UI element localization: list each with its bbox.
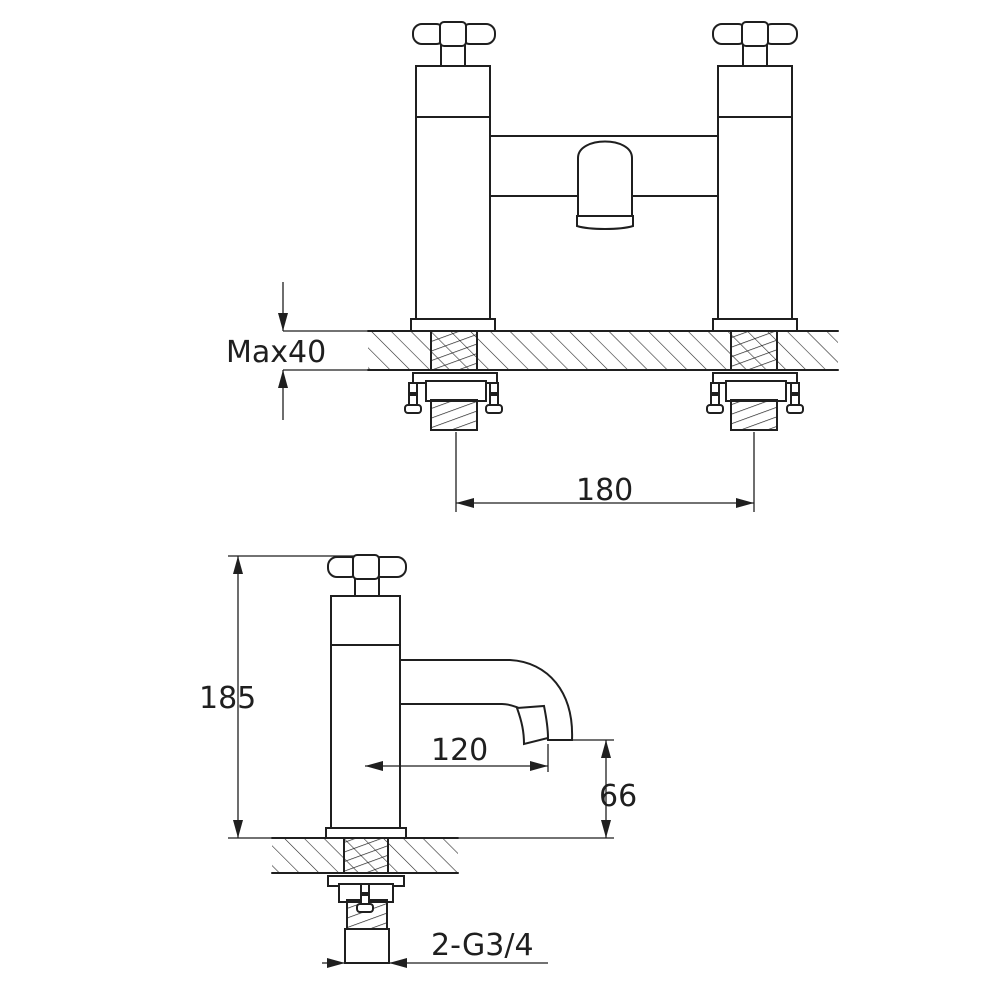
side-fixing-assembly <box>327 837 405 964</box>
front-view: Max40 180 <box>226 21 839 512</box>
left-cross-handle <box>412 21 496 67</box>
overall-height-label: 185 <box>199 681 256 716</box>
spout-reach-label: 120 <box>431 733 488 768</box>
right-fixing-assembly <box>706 330 804 431</box>
max-thickness-dimension: Max40 <box>226 282 326 420</box>
spout-height-dimension: 66 <box>458 739 637 839</box>
centre-spacing-label: 180 <box>576 473 633 508</box>
left-fixing-assembly <box>404 330 503 431</box>
connection-dimension: 2-G3/4 <box>322 928 548 968</box>
connection-label: 2-G3/4 <box>431 928 534 963</box>
centre-spacing-dimension: 180 <box>455 432 755 512</box>
right-cross-handle <box>712 21 798 67</box>
side-body <box>325 595 407 839</box>
side-view: 185 120 66 2-G3/4 <box>199 554 637 968</box>
right-pillar <box>712 65 798 332</box>
side-cross-handle <box>327 554 407 597</box>
bridge-spout <box>576 140 634 230</box>
spout-reach-dimension: 120 <box>365 733 549 772</box>
max-thickness-label: Max40 <box>226 335 326 370</box>
left-pillar <box>410 65 496 332</box>
overall-height-dimension: 185 <box>199 555 355 839</box>
spout-height-label: 66 <box>599 779 637 814</box>
side-spout <box>399 659 574 746</box>
